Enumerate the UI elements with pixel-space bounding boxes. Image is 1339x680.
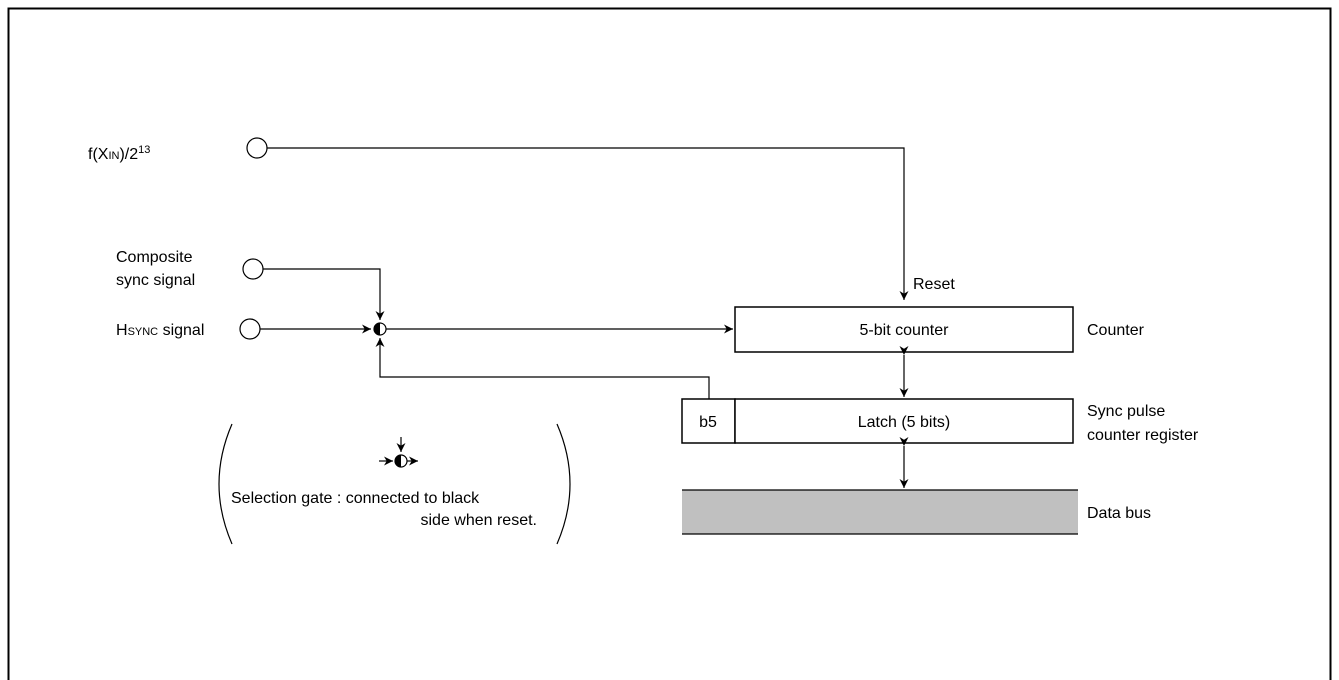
counter-name-label: Counter bbox=[1087, 322, 1145, 339]
hsync-label: HSYNC signal bbox=[116, 322, 204, 339]
b5-to-gate-line bbox=[375, 338, 710, 399]
reset-label: Reset bbox=[913, 276, 955, 293]
composite-sync-terminal bbox=[242, 258, 264, 280]
composite-sync-label-line1: Composite bbox=[116, 249, 193, 266]
data-bus-label: Data bus bbox=[1087, 505, 1151, 522]
clock-to-reset-line bbox=[267, 147, 909, 300]
selection-gate bbox=[373, 322, 387, 336]
data-bus bbox=[682, 490, 1078, 534]
counter-box bbox=[734, 306, 1074, 353]
legend-text-line1: Selection gate : connected to black bbox=[231, 490, 480, 507]
latch-name-line1: Sync pulse bbox=[1087, 403, 1165, 420]
legend-gate-symbol bbox=[379, 437, 418, 468]
composite-to-gate-line bbox=[263, 268, 385, 320]
latch-box bbox=[734, 398, 1074, 444]
clock-input-label: f(XIN)/213 bbox=[88, 144, 150, 163]
legend-left-bracket bbox=[218, 423, 233, 545]
legend-right-bracket bbox=[556, 423, 571, 545]
clock-input-terminal bbox=[246, 137, 268, 159]
latch-box-label: Latch (5 bits) bbox=[858, 414, 950, 431]
outer-frame bbox=[7, 7, 1332, 680]
latch-name-line2: counter register bbox=[1087, 427, 1199, 444]
composite-sync-label-line2: sync signal bbox=[116, 272, 195, 289]
latch-b5-label: b5 bbox=[699, 414, 717, 431]
legend-text-line2: side when reset. bbox=[420, 512, 537, 529]
counter-box-label: 5-bit counter bbox=[860, 322, 950, 339]
hsync-terminal bbox=[239, 318, 261, 340]
